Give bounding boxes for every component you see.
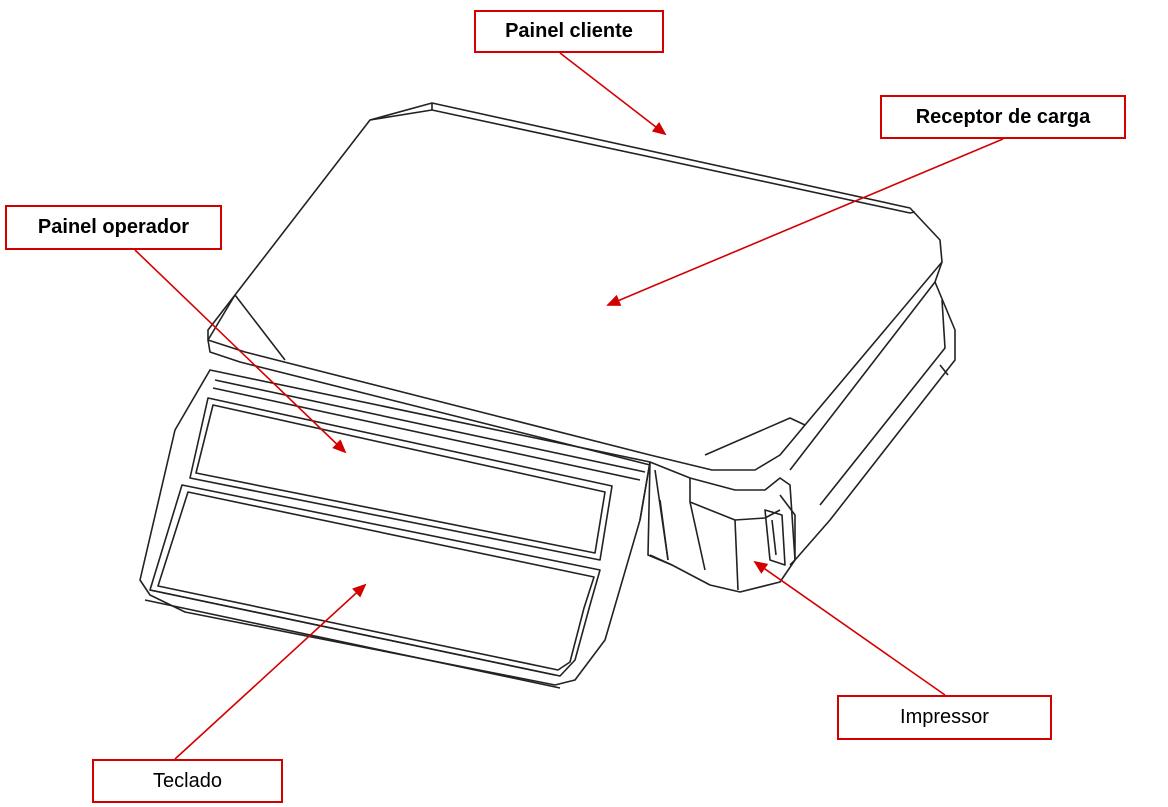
- label-text: Impressor: [900, 706, 989, 728]
- label-text: Receptor de carga: [915, 105, 1091, 128]
- label-receptor-carga: Receptor de carga: [880, 95, 1126, 139]
- label-text: Teclado: [153, 769, 222, 792]
- label-text: Painel operador: [37, 216, 190, 238]
- label-painel-operador: Painel operador: [5, 205, 222, 250]
- printer-slot: [764, 509, 786, 566]
- load-platform-top: [207, 102, 943, 471]
- label-painel-cliente: Painel cliente: [474, 10, 664, 53]
- label-teclado: Teclado: [92, 759, 283, 803]
- arrow-painel-operador: [134, 249, 347, 454]
- label-impressor: Impressor: [837, 695, 1052, 740]
- base-right-wall: [789, 281, 956, 566]
- label-text: Painel cliente: [505, 20, 633, 42]
- arrow-painel-cliente: [559, 52, 667, 136]
- callout-arrows: [134, 52, 1004, 760]
- arrow-impressor: [753, 560, 946, 696]
- arrow-receptor-carga: [606, 138, 1004, 306]
- keypad-area: [149, 484, 601, 677]
- operator-display: [189, 397, 613, 561]
- scale-body-outline: [139, 102, 956, 689]
- base-front: [649, 461, 796, 593]
- arrow-teclado: [174, 583, 367, 760]
